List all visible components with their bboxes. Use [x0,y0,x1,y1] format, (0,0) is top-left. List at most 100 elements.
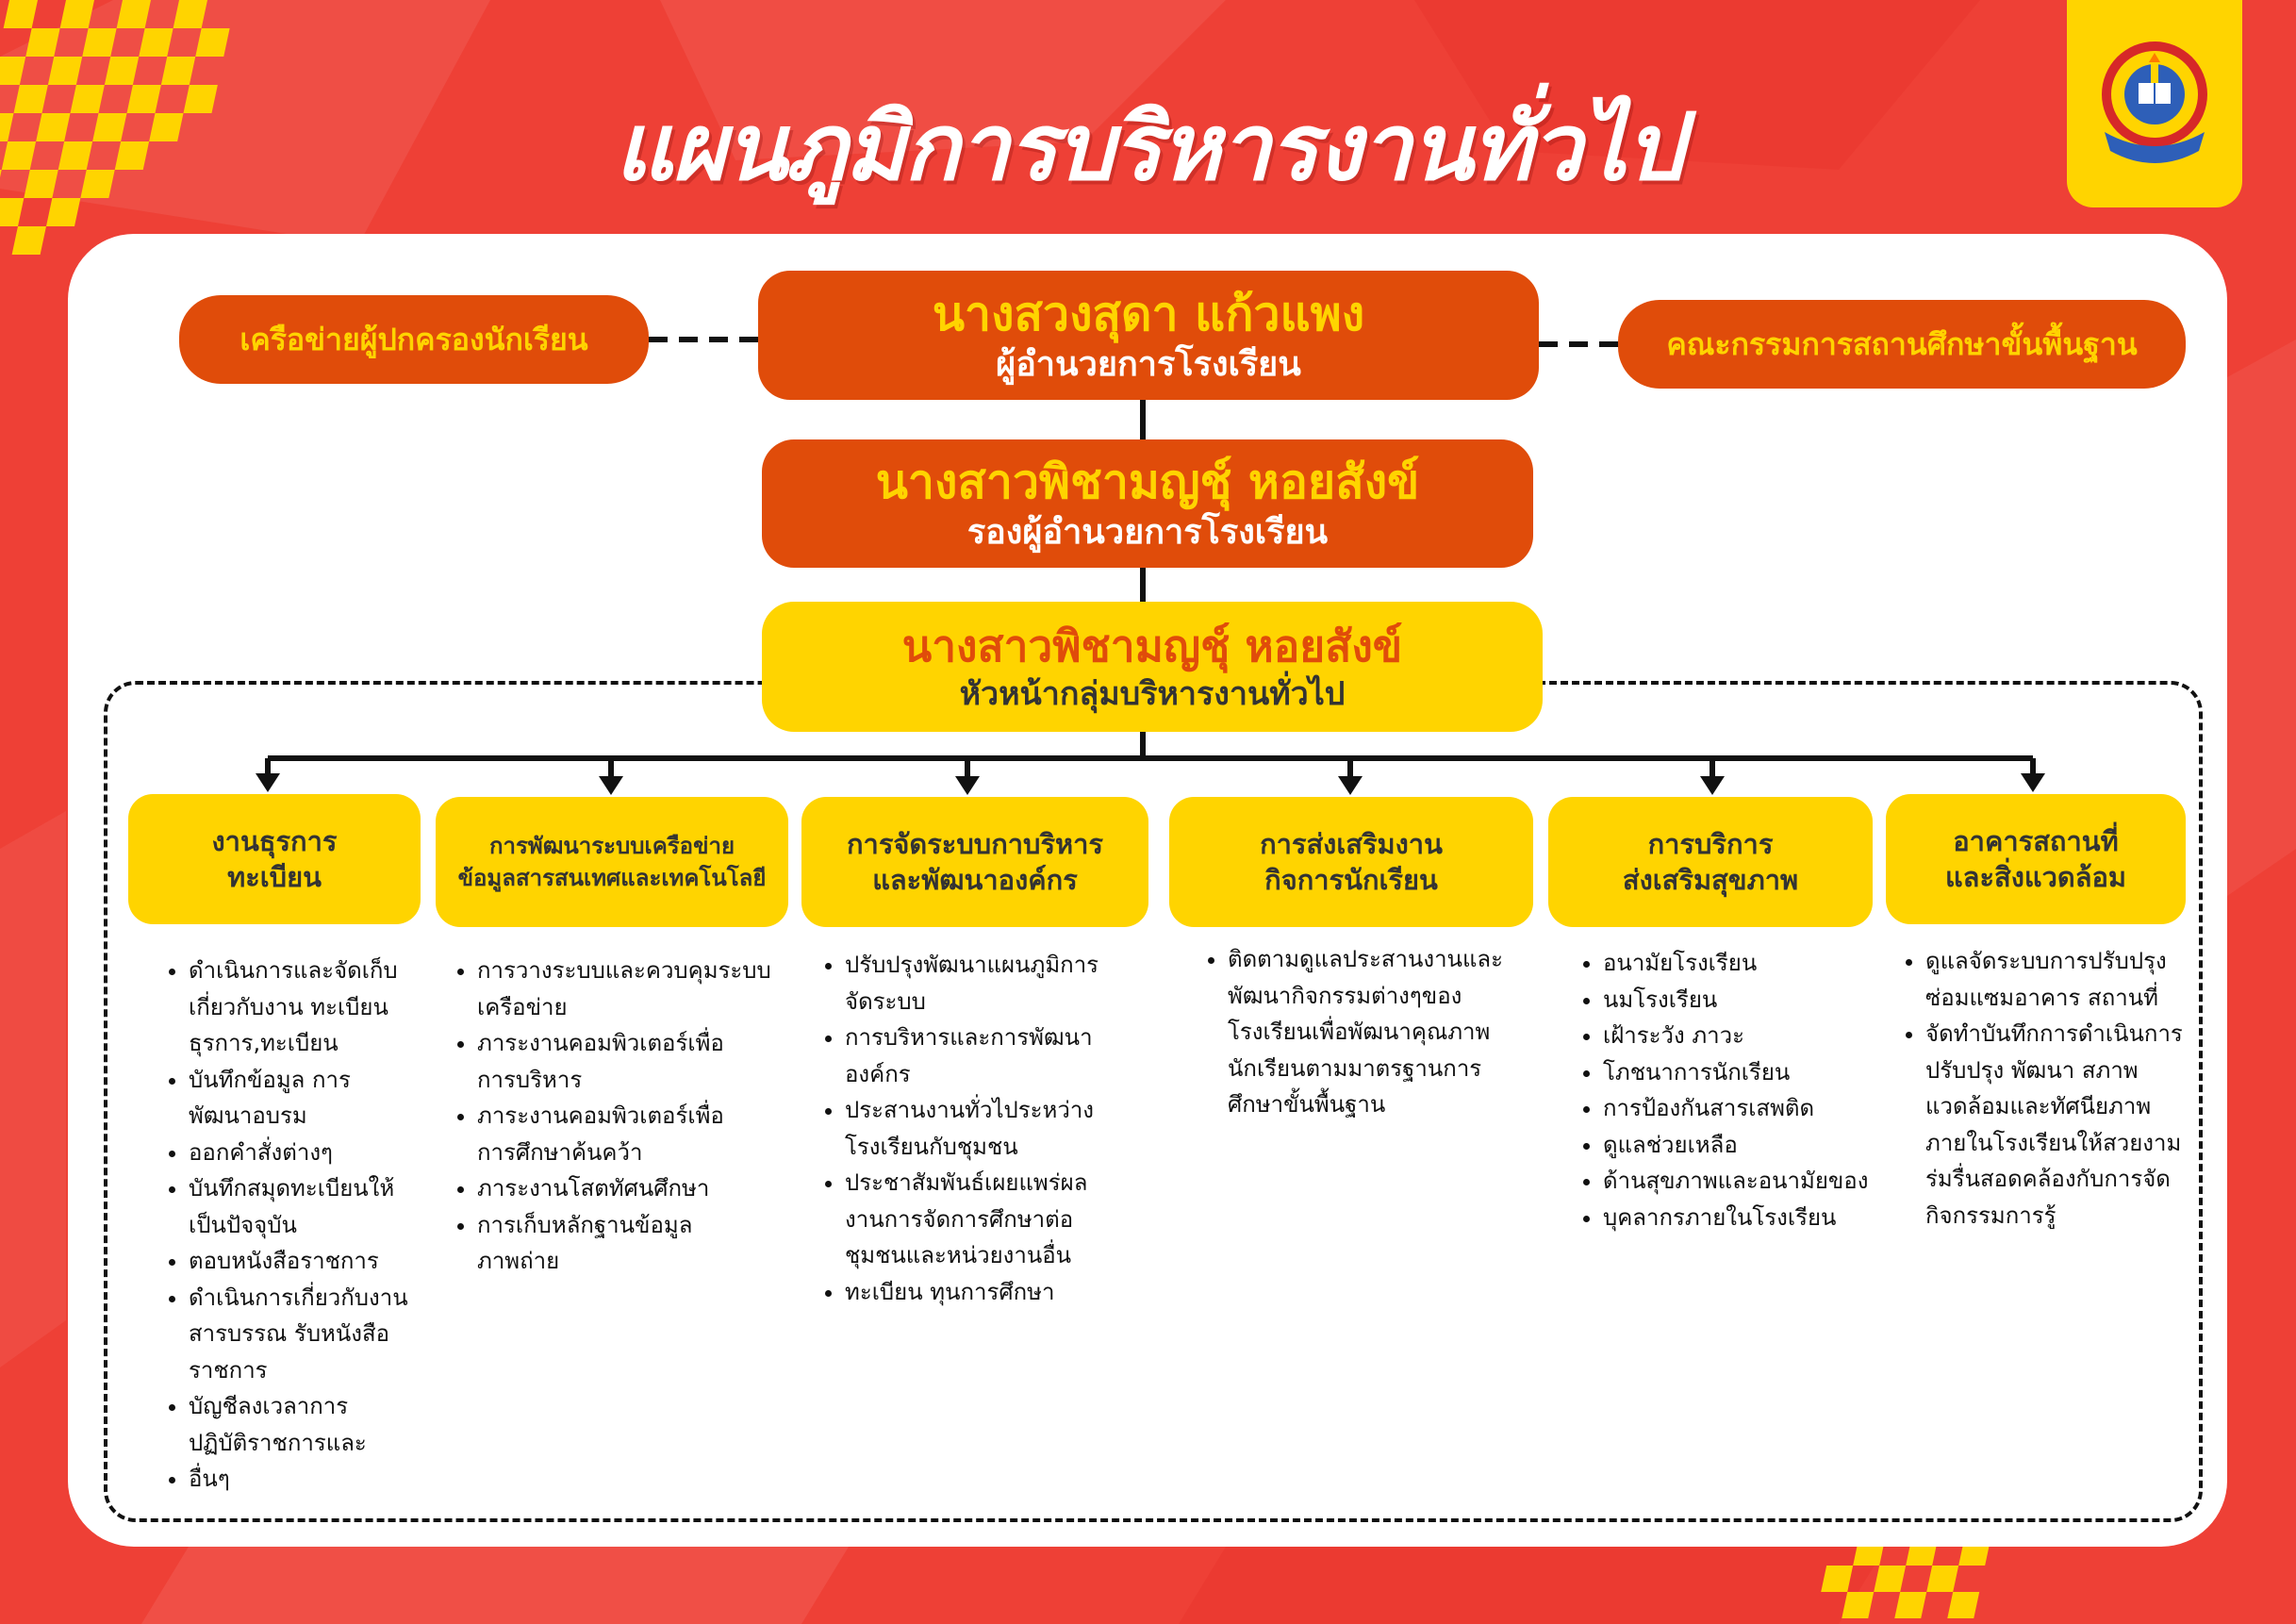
department-box-registrar: งานธุรการ ทะเบียน [128,794,421,924]
duty-line: ทะเบียน ทุนการศึกษา [845,1274,1098,1311]
department-title-line: การจัดระบบกาบริหาร [846,828,1104,860]
duty-line: งานการจัดการศึกษาต่อ [845,1205,1074,1233]
connector-arrow-head [256,773,280,792]
duty-line: กิจกรรมการรู้ [1925,1201,2056,1229]
checker-square [1,141,37,170]
duty-line: ตอบหนังสือราชการ [189,1243,408,1280]
duty-line: ซ่อมแซมอาคาร สถานที่ [1925,984,2158,1011]
duty-line: บัญชีลงเวลาการ [189,1388,408,1425]
checker-square [80,170,115,198]
department-title-line: ข้อมูลสารสนเทศและเทคโนโลยี [457,865,767,891]
deputy-role: รองผู้อำนวยการโรงเรียน [966,513,1329,552]
checker-square [11,226,46,255]
checker-square [1894,1592,1927,1618]
duty-line: ปฏิบัติราชการและ [189,1429,367,1456]
checker-square [116,0,151,28]
checker-square [47,57,83,85]
duty-line: เป็นปัจจุบัน [189,1211,297,1238]
department-box-it-network: การพัฒนาระบบเครือข่าย ข้อมูลสารสนเทศและเ… [436,797,788,927]
duty-line: โรงเรียนกับชุมชน [845,1133,1018,1160]
director-role: ผู้อำนวยการโรงเรียน [996,344,1301,384]
school-emblem-icon [2102,41,2207,163]
department-title-line: และสิ่งแวดล้อม [1944,861,2126,893]
page-title: แผนภูมิการบริหารงานทั่วไป [614,94,1684,202]
duty-line: การบริหาร [477,1066,583,1093]
duty-line: ภาระงานโสตทัศนศึกษา [477,1170,771,1207]
checker-square [3,0,38,28]
duty-line: สารบรรณ รับหนังสือ [189,1320,390,1347]
department-box-student-affairs: การส่งเสริมงาน กิจการนักเรียน [1169,797,1533,927]
duty-line: การเก็บหลักฐานข้อมูล [477,1207,771,1244]
checker-square [59,0,94,28]
duty-line: ดูแลช่วยเหลือ [1603,1127,1868,1164]
group-head-name: นางสาวพิชามญชุ์ หอยสังข์ [901,621,1403,671]
checker-square [183,85,218,113]
checker-square [1821,1566,1854,1592]
department-title-line: การบริการ [1647,828,1774,860]
department-title-line: การพัฒนาระบบเครือข่าย [488,833,735,859]
duty-line: บันทึกข้อมูล การ [189,1062,408,1099]
department-title-line: กิจการนักเรียน [1264,864,1438,896]
duty-line: ติดตามดูแลประสานงานและ [1228,941,1503,978]
department-box-buildings: อาคารสถานที่ และสิ่งแวดล้อม [1886,794,2186,924]
department-title-line: การส่งเสริมงาน [1260,828,1443,860]
department-box-organization: การจัดระบบกาบริหาร และพัฒนาองค์กร [801,797,1148,927]
duty-list-buildings: ดูแลจัดระบบการปรับปรุงซ่อมแซมอาคาร สถานท… [1890,943,2183,1234]
duty-line: การป้องกันสารเสพติด [1603,1090,1868,1127]
checker-square [25,28,60,57]
checker-square [1842,1592,1875,1618]
school-board-box: คณะกรรมการสถานศึกษาขั้นพื้นฐาน [1618,300,2186,389]
duty-line: องค์กร [845,1060,911,1087]
checker-square [139,28,173,57]
checker-square [13,85,48,113]
department-title-line: อาคารสถานที่ [1953,825,2119,857]
checker-square [149,113,184,141]
duty-line: เฝ้าระวัง ภาวะ [1603,1018,1868,1054]
duty-line: ออกคำสั่งต่างๆ [189,1135,408,1171]
duty-line: ร่มรื่นสอดคล้องกับการจัด [1925,1166,2171,1192]
duty-line: พัฒนากิจกรรมต่างๆของ [1228,982,1462,1009]
duty-line: ศึกษาขั้นพื้นฐาน [1228,1091,1386,1118]
checker-square [160,57,196,85]
checker-square [126,85,161,113]
duty-line: แวดล้อมและทัศนียภาพ [1925,1093,2152,1119]
duty-line: การวางระบบและควบคุมระบบ [477,953,771,989]
duty-line: ภาระงานคอมพิวเตอร์เพื่อ [477,1025,771,1062]
duty-line: จัดระบบ [845,987,926,1015]
duty-line: พัฒนาอบรม [189,1102,307,1129]
checker-square [82,28,117,57]
duty-line: นักเรียนตามมาตรฐานการ [1228,1054,1482,1082]
director-box: นางสวงสุดา แก้วแพง ผู้อำนวยการโรงเรียน [758,271,1539,400]
checker-square [58,141,93,170]
checker-square [1926,1566,1959,1592]
duty-line: เกี่ยวกับงาน ทะเบียน [189,993,388,1020]
duty-line: ภาระงานคอมพิวเตอร์เพื่อ [477,1098,771,1135]
deputy-box: นางสาวพิชามญชุ์ หอยสังข์ รองผู้อำนวยการโ… [762,439,1533,568]
duty-line: ดูแลจัดระบบการปรับปรุง [1925,943,2183,980]
parent-network-box: เครือข่ายผู้ปกครองนักเรียน [179,295,649,384]
department-title-line: และพัฒนาองค์กร [872,864,1078,896]
duty-list-health: อนามัยโรงเรียนนมโรงเรียนเฝ้าระวัง ภาวะโภ… [1567,945,1868,1235]
deputy-name: นางสาวพิชามญชุ์ หอยสังข์ [875,455,1420,509]
duty-line: โรงเรียนเพื่อพัฒนาคุณภาพ [1228,1019,1491,1045]
duty-line: อื่นๆ [189,1461,408,1498]
connector-arrow-head [1700,776,1725,795]
duty-line: ปรับปรุงพัฒนาแผนภูมิการ [845,947,1098,984]
duty-line: นมโรงเรียน [1603,982,1868,1019]
checker-square [195,28,230,57]
duty-list-registrar: ดำเนินการและจัดเก็บเกี่ยวกับงาน ทะเบียนธ… [153,953,408,1498]
duty-list-organization: ปรับปรุงพัฒนาแผนภูมิการจัดระบบการบริหารแ… [809,947,1098,1310]
connector-arrow-head [599,776,623,795]
duty-line: ประสานงานทั่วไประหว่าง [845,1092,1098,1129]
duty-line: ชุมชนและหน่วยงานอื่น [845,1242,1072,1268]
duty-line: ปรับปรุง พัฒนา สภาพ [1925,1056,2139,1084]
duty-line: ประชาสัมพันธ์เผยแพร่ผล [845,1165,1098,1201]
duty-line: ดำเนินการเกี่ยวกับงาน [189,1280,408,1317]
duty-line: ด้านสุขภาพและอนามัยของ [1603,1163,1868,1200]
connector-arrow-head [955,776,980,795]
checker-square [1947,1592,1980,1618]
duty-line: การบริหารและการพัฒนา [845,1019,1098,1056]
duty-line: ภาพถ่าย [477,1248,560,1274]
department-title-line: ส่งเสริมสุขภาพ [1622,864,1799,896]
